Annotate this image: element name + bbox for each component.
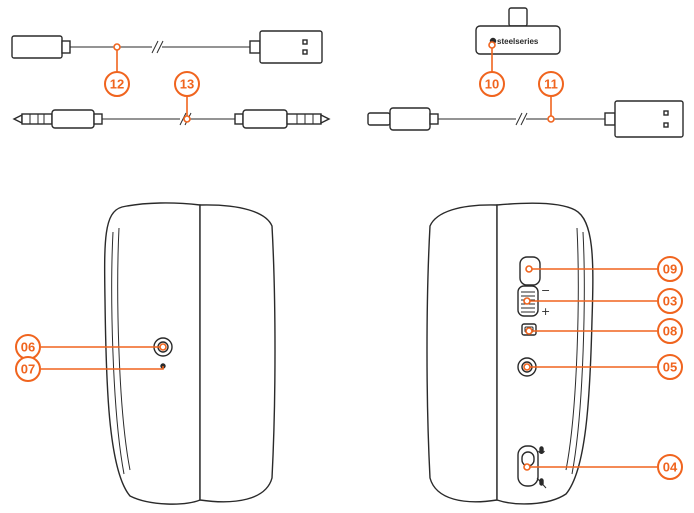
svg-text:06: 06 bbox=[21, 340, 35, 355]
audio-jack-tip-right bbox=[286, 113, 322, 125]
svg-text:07: 07 bbox=[21, 362, 35, 377]
usb-charging-cable bbox=[367, 100, 684, 138]
callout-06: 06 bbox=[15, 334, 41, 360]
usb-extension-cable bbox=[11, 30, 323, 64]
svg-text:12: 12 bbox=[110, 77, 124, 92]
svg-text:10: 10 bbox=[485, 77, 499, 92]
svg-text:13: 13 bbox=[180, 77, 194, 92]
left-ear-cup bbox=[103, 202, 276, 505]
usb-a-plug-charging bbox=[614, 100, 684, 138]
left-ear-cup-shell bbox=[103, 202, 201, 505]
usb-c-plug bbox=[367, 112, 391, 126]
callout-03: 03 bbox=[657, 288, 683, 314]
svg-text:09: 09 bbox=[663, 262, 677, 277]
right-ear-cup: − + bbox=[426, 202, 594, 505]
right-ear-cushion bbox=[426, 204, 498, 503]
volume-up-symbol: + bbox=[541, 305, 550, 318]
svg-text:05: 05 bbox=[663, 360, 677, 375]
left-ear-cushion bbox=[199, 204, 276, 503]
dongle-brand-label: steelseries bbox=[497, 37, 539, 46]
volume-down-symbol: − bbox=[541, 284, 550, 297]
usb-a-plug bbox=[259, 30, 323, 64]
callout-10: 10 bbox=[479, 71, 505, 97]
right-ear-cup-shell bbox=[496, 202, 594, 505]
usb-female-connector bbox=[11, 35, 63, 59]
wireless-dongle: steelseries bbox=[475, 7, 561, 55]
audio-cable-3-5mm bbox=[12, 109, 331, 129]
svg-text:03: 03 bbox=[663, 294, 677, 309]
callout-dots bbox=[113, 41, 555, 471]
callout-04: 04 bbox=[657, 454, 683, 480]
callout-07: 07 bbox=[15, 356, 41, 382]
callout-12: 12 bbox=[104, 71, 130, 97]
callout-11: 11 bbox=[538, 71, 564, 97]
callout-09: 09 bbox=[657, 256, 683, 282]
mic-muted-icon bbox=[536, 477, 547, 489]
dongle-body bbox=[475, 25, 561, 55]
mic-on-icon bbox=[538, 446, 545, 454]
svg-text:04: 04 bbox=[663, 460, 678, 475]
leader-lines bbox=[41, 45, 657, 468]
svg-text:11: 11 bbox=[544, 77, 558, 92]
audio-jack-tip-left bbox=[21, 113, 53, 125]
svg-text:08: 08 bbox=[663, 324, 677, 339]
callout-08: 08 bbox=[657, 318, 683, 344]
dongle-usb-c-plug bbox=[508, 7, 528, 27]
callout-13: 13 bbox=[174, 71, 200, 97]
callout-05: 05 bbox=[657, 354, 683, 380]
